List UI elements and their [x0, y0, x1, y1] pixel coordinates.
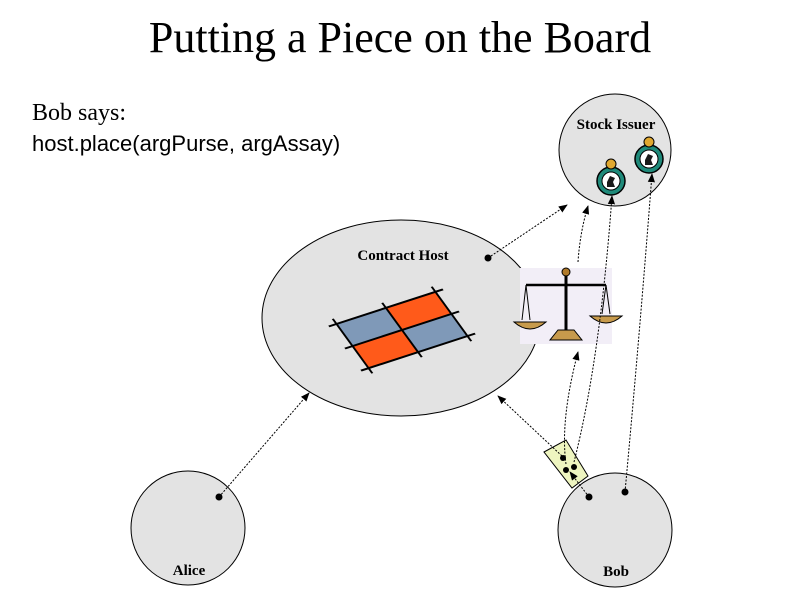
alice-node: Alice	[130, 470, 246, 586]
stock-issuer-node: Stock Issuer	[558, 93, 672, 207]
scales-to-issuer-arrow	[577, 205, 590, 263]
stock-issuer-label: Stock Issuer	[577, 117, 656, 133]
purse-to-host-arrow	[497, 395, 563, 457]
purse-to-piece-arrow	[573, 195, 615, 463]
slide-title: Putting a Piece on the Board	[148, 13, 652, 62]
checkerboard-icon	[328, 286, 476, 374]
host-to-issuer-arrow	[487, 204, 568, 259]
balance-scales-icon	[512, 267, 624, 344]
bob-node: Bob	[557, 472, 673, 588]
knight-piece-icon	[596, 136, 664, 196]
speaker-label: Bob says:	[32, 100, 127, 126]
bob-to-piece-arrow	[624, 173, 655, 493]
bob-label: Bob	[603, 564, 629, 580]
bob-to-purse-arrow	[569, 471, 590, 498]
code-line: host.place(argPurse, argAssay)	[32, 131, 341, 156]
alice-to-host-arrow	[218, 392, 310, 498]
purse-to-scales-arrow	[564, 351, 580, 465]
contract-host-label: Contract Host	[357, 248, 448, 264]
reference-dots	[215, 254, 629, 501]
reference-arrows	[218, 173, 655, 498]
alice-label: Alice	[173, 563, 206, 579]
